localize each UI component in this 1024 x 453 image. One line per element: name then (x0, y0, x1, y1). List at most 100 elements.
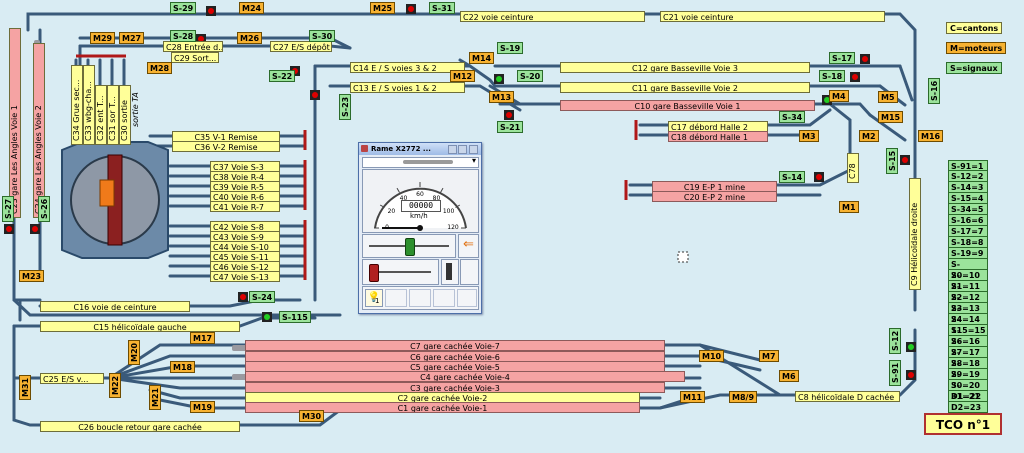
canton-c32[interactable]: C32 ent T... (95, 85, 107, 145)
canton-c78[interactable]: C78 (847, 153, 859, 183)
motor-m12[interactable]: M12 (450, 70, 476, 82)
signal-s31[interactable]: S-31 (429, 2, 456, 14)
signal-s16[interactable]: S-16 (928, 77, 940, 104)
motor-m13[interactable]: M13 (489, 91, 515, 103)
motor-m15[interactable]: M15 (878, 111, 904, 123)
signal-s22[interactable]: S-22 (269, 70, 296, 82)
canton-c22[interactable]: C22 voie ceinture (460, 11, 645, 22)
motor-m29[interactable]: M29 (90, 32, 116, 44)
canton-c14[interactable]: C14 E / S voies 3 & 2 (350, 62, 465, 73)
signal-s20[interactable]: S-20 (517, 70, 544, 82)
signal-s12[interactable]: S-12 (889, 327, 901, 354)
signal-s14[interactable]: S-14 (779, 171, 806, 183)
canton-c16[interactable]: C16 voie de ceinture (40, 301, 190, 312)
close-button[interactable] (469, 145, 478, 154)
signal-s28[interactable]: S-28 (170, 30, 197, 42)
speed-slider[interactable] (362, 234, 456, 258)
light-button[interactable]: 💡 (365, 289, 383, 307)
canton-c10[interactable]: C10 gare Basseville Voie 1 (560, 100, 815, 111)
speed-slider-thumb[interactable] (405, 238, 415, 256)
motor-m25[interactable]: M25 (370, 2, 396, 14)
canton-c4[interactable]: C4 gare cachée Voie-4 (245, 371, 685, 382)
canton-c11[interactable]: C11 gare Basseville Voie 2 (560, 82, 810, 93)
motor-m16[interactable]: M16 (918, 130, 944, 142)
signal-s30[interactable]: S-30 (309, 30, 336, 42)
function-slot[interactable] (433, 289, 455, 307)
signal-s24[interactable]: S-24 (249, 291, 276, 303)
canton-c24[interactable]: C24 gare Les Angles Voie 2 (33, 43, 45, 218)
maximize-button[interactable] (458, 145, 467, 154)
motor-m30[interactable]: M30 (299, 410, 325, 422)
motor-m18[interactable]: M18 (170, 361, 196, 373)
motor-m20[interactable]: M20 (128, 339, 140, 365)
motor-m6[interactable]: M6 (779, 370, 799, 382)
function-slot[interactable] (409, 289, 431, 307)
motor-m11[interactable]: M11 (680, 391, 706, 403)
signal-lights[interactable] (4, 4, 916, 380)
motor-m17[interactable]: M17 (190, 332, 216, 344)
motor-m10[interactable]: M10 (699, 350, 725, 362)
motor-m7[interactable]: M7 (759, 350, 779, 362)
canton-c25[interactable]: C25 E/S v... (40, 373, 104, 384)
canton-c21[interactable]: C21 voie ceinture (660, 11, 885, 22)
signal-s29[interactable]: S-29 (170, 2, 197, 14)
motor-m31[interactable]: M31 (19, 374, 31, 400)
throttle-title-bar[interactable]: Rame X2772 ... (359, 143, 481, 155)
function-slot[interactable] (385, 289, 407, 307)
canton-c30[interactable]: C30 sortie (119, 85, 131, 145)
signal-s19[interactable]: S-19 (497, 42, 524, 54)
motor-m23[interactable]: M23 (19, 270, 45, 282)
motor-m21[interactable]: M21 (149, 384, 161, 410)
signal-s21[interactable]: S-21 (497, 121, 524, 133)
motor-m22[interactable]: M22 (109, 372, 121, 398)
canton-c29[interactable]: C29 Sort... (171, 52, 219, 63)
canton-c33[interactable]: C33 wbg-cha... (83, 65, 95, 145)
canton-c27[interactable]: C27 E/S dépôt (270, 41, 332, 52)
motor-m1[interactable]: M1 (839, 201, 859, 213)
motor-m89[interactable]: M8/9 (729, 391, 758, 403)
canton-c1[interactable]: C1 gare cachée Voie-1 (245, 402, 640, 413)
canton-c7[interactable]: C7 gare cachée Voie-7 (245, 340, 665, 351)
canton-c23[interactable]: C23 gare Les Angles Voie 1 (9, 28, 21, 218)
canton-c8[interactable]: C8 hélicoïdale D cachée (795, 391, 900, 402)
canton-c31[interactable]: C31 sor T... (107, 85, 119, 145)
motor-m3[interactable]: M3 (799, 130, 819, 142)
motor-m28[interactable]: M28 (147, 62, 173, 74)
canton-c47[interactable]: C47 Voie S-13 (210, 271, 280, 282)
turntable[interactable] (61, 141, 169, 259)
canton-c26[interactable]: C26 boucle retour gare cachée (40, 421, 240, 432)
signal-s91[interactable]: S-91 (889, 359, 901, 386)
signal-s27[interactable]: S-27 (2, 195, 14, 222)
canton-c9[interactable]: C9 Hélicoïdale droite (909, 178, 921, 290)
reverse-button[interactable]: ⇐ (458, 234, 479, 258)
motor-m5[interactable]: M5 (878, 91, 898, 103)
function-slot[interactable] (457, 289, 477, 307)
signal-s23[interactable]: S-23 (339, 93, 351, 120)
canton-c13[interactable]: C13 E / S voies 1 & 2 (350, 82, 465, 93)
canton-c18[interactable]: C18 débord Halle 1 (668, 131, 768, 142)
brake-slider[interactable] (362, 259, 439, 285)
signal-s115[interactable]: S-115 (279, 311, 311, 323)
motor-m14[interactable]: M14 (469, 52, 495, 64)
signal-s15[interactable]: S-15 (886, 147, 898, 174)
brake-slider-thumb[interactable] (369, 264, 379, 282)
signal-s18[interactable]: S-18 (819, 70, 846, 82)
signal-s26[interactable]: S-26 (38, 195, 50, 222)
canton-c15[interactable]: C15 hélicoïdale gauche (40, 321, 240, 332)
motor-m27[interactable]: M27 (119, 32, 145, 44)
motor-m4[interactable]: M4 (829, 90, 849, 102)
canton-c41[interactable]: C41 Voie R-7 (210, 201, 280, 212)
motor-m26[interactable]: M26 (237, 32, 263, 44)
motor-m19[interactable]: M19 (190, 401, 216, 413)
dropdown-arrow-icon[interactable]: ▾ (471, 156, 476, 165)
canton-c12[interactable]: C12 gare Basseville Voie 3 (560, 62, 810, 73)
minimize-button[interactable] (448, 145, 457, 154)
option-button[interactable] (460, 259, 479, 285)
canton-c36[interactable]: C36 V-2 Remise (172, 141, 280, 152)
canton-c34[interactable]: C34 Grue sec... (71, 65, 83, 145)
canton-c20[interactable]: C20 E-P 2 mine (652, 191, 777, 202)
motor-m2[interactable]: M2 (859, 130, 879, 142)
signal-s17[interactable]: S-17 (829, 52, 856, 64)
motor-m24[interactable]: M24 (239, 2, 265, 14)
